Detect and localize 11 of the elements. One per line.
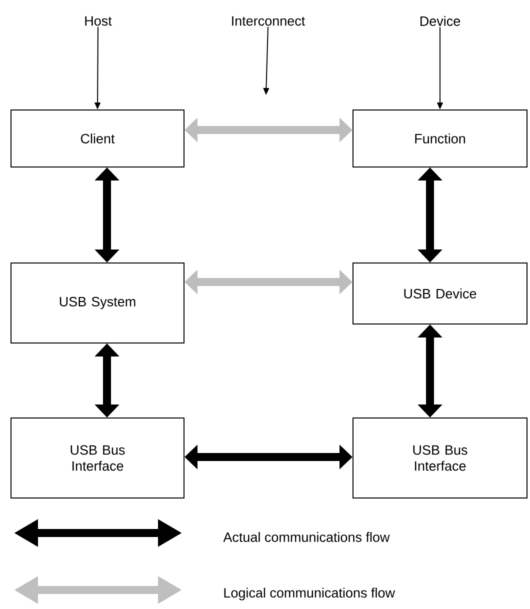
legend-text: Actual communications flow (223, 532, 390, 542)
legend-text: Logical communications flow (224, 588, 396, 600)
column-heading: Interconnect (232, 16, 306, 26)
component-box: USB System (10, 262, 184, 344)
component-box: Function (352, 110, 528, 168)
component-box: USB Bus Interface (10, 418, 184, 498)
component-box: USB Bus Interface (352, 418, 528, 498)
column-heading: Host (85, 16, 112, 26)
column-heading: Device (420, 16, 460, 26)
component-box: Client (10, 110, 184, 168)
component-box: USB Device (352, 262, 528, 324)
